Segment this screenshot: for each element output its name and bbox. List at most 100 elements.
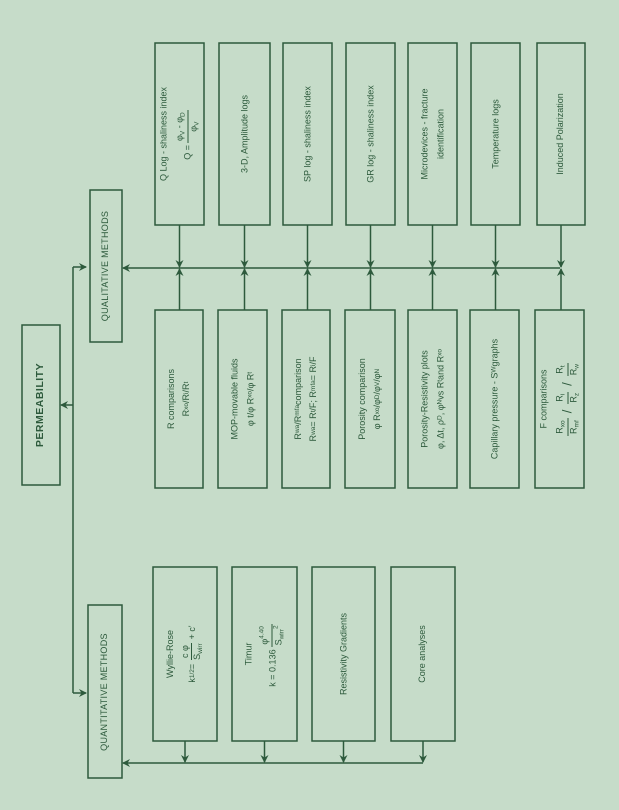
qualitative-inner-box-4-text: V [373, 381, 381, 387]
qualitative-inner-box-1-text: /R [181, 383, 191, 393]
qualitative-inner-box-1-text: R comparisons [165, 368, 176, 430]
qualitative-inner-box-3-text: R [308, 434, 318, 442]
qualitative-outer-box-1-text: - φ [173, 116, 184, 131]
qualitative-inner-box-2-text: t [246, 371, 254, 374]
qualitative-inner-box-7-text: w [572, 364, 580, 369]
qualitative-outer-box-4-line: GR log - shaliness index [365, 85, 376, 183]
qualitative-inner-box-4-text: D [373, 394, 381, 400]
qualitative-inner-box-1-line: R comparisons [166, 369, 177, 429]
qualitative-inner-box-2-text: φ t/φ R [244, 397, 255, 427]
quantitative-box-2-text: k = 0.136 [266, 649, 277, 687]
qualitative-outer-box-1-text: Q Log - shaliness index [158, 86, 169, 182]
qualitative-outer-box-5: Microdevices - fracture identification [408, 43, 457, 225]
quantitative-box-1-text: c φ [179, 645, 190, 659]
qualitative-inner-box-4-text: N [373, 368, 381, 374]
quantitative-box-1-text: k [187, 678, 197, 683]
qualitative-outer-box-6: Temperature logs [471, 43, 520, 225]
quantitative-box-4: Core analyses [391, 567, 455, 741]
qualitative-inner-box-1-text: t [182, 381, 190, 384]
qualitative-inner-box-7-text: R [567, 396, 578, 403]
qualitative-outer-box-1-text: D [178, 112, 186, 117]
qualitative-inner-box-2-text: /φ R [244, 373, 255, 392]
denominator: Rw [568, 362, 581, 377]
qualitative-outer-box-3: SP log - shaliness index [283, 43, 332, 225]
qualitative-inner-box-5-text: φ, Δt, ρ [434, 420, 445, 449]
quantitative-box-4-line: Core analyses [417, 625, 428, 683]
qualitative-inner-box-6-text: graphs [488, 338, 499, 367]
separator: / [559, 409, 574, 414]
quantitative-box-1-text: wirr [197, 643, 205, 654]
qualitative-inner-box-7-text: mf [572, 420, 580, 428]
qualitative-inner-box-5-text: D [436, 415, 444, 420]
qualitative-inner-box-3-text: wa [309, 426, 317, 435]
qualitative-inner-box-4-line: Porosity comparison [357, 358, 368, 440]
qualitative-inner-box-2-text: xo [246, 391, 254, 398]
quantitative-box-2-text: S [272, 639, 283, 646]
qualitative-outer-box-1-text: φ [173, 135, 184, 141]
qualitative-methods-box: QUALITATIVE METHODS [90, 190, 122, 342]
quantitative-box-2-text: φ [259, 638, 270, 645]
numerator: Ri [553, 391, 568, 404]
qualitative-inner-box-7-text: t [558, 365, 566, 368]
qualitative-outer-box-7: Induced Polarization [537, 43, 585, 225]
numerator: Rt [553, 363, 568, 376]
permeability-box: PERMEABILITY [22, 325, 60, 485]
qualitative-inner-box-3-text: = R [308, 365, 318, 381]
qualitative-inner-box-3-text: /R [292, 415, 303, 425]
quantitative-box-4-text: Core analyses [417, 625, 428, 683]
qualitative-inner-box-5-text: and R [434, 355, 445, 380]
denominator: Swirr [192, 641, 205, 661]
numerator: φV - φD [173, 110, 188, 143]
qualitative-inner-box-3-text: wa [294, 424, 302, 434]
qualitative-inner-box-5-text: xo [436, 349, 444, 356]
denominator: Rz [568, 391, 581, 405]
qualitative-inner-box-7-text: R [567, 368, 578, 376]
qualitative-inner-box-3-text: t [309, 410, 317, 413]
numerator: c φ [179, 643, 193, 661]
qualitative-outer-box-5-line: Microdevices - fracture [419, 88, 430, 179]
qualitative-inner-box-6-frame [469, 309, 520, 489]
qualitative-outer-box-3-line: SP log - shaliness index [302, 86, 313, 182]
qualitative-inner-box-1-text: /R [181, 393, 191, 403]
qualitative-outer-box-5-line: identification [435, 109, 446, 159]
qualitative-inner-box-2-frame [217, 309, 268, 489]
qualitative-inner-box-6-text: Capillary pressure - S [488, 372, 499, 460]
quantitative-methods-box: QUANTITATIVE METHODS [88, 605, 122, 778]
qualitative-outer-box-2-line: 3-D, Amplitude logs [239, 95, 250, 173]
qualitative-inner-box-5-text: t [436, 379, 444, 382]
quantitative-box-3: Resistivity Gradients [312, 567, 375, 741]
qualitative-inner-box-7-text: R [567, 427, 578, 434]
qualitative-inner-box-3-text: mfa [294, 404, 302, 416]
quantitative-frame [87, 604, 123, 779]
qualitative-inner-box-3-text: /F; R [308, 391, 318, 411]
quantitative-box-1-text: S [192, 653, 203, 660]
qualitative-inner-box-4-text: /φ [372, 399, 382, 408]
qualitative-outer-box-1-text: Q = [181, 144, 192, 160]
qualitative-inner-box-7-text: R [553, 427, 564, 434]
qualitative-inner-box-7-text: i [558, 393, 566, 396]
qualitative-inner-box-7-text: R [553, 395, 564, 402]
qualitative-inner-box-6-text: W [490, 366, 498, 373]
permeability-label: PERMEABILITY [34, 362, 47, 448]
quantitative-box-3-text: Resistivity Gradients [337, 612, 348, 696]
quantitative-methods-label: QUANTITATIVE METHODS [99, 632, 110, 751]
qualitative-outer-box-6-line: Temperature logs [490, 99, 501, 169]
qualitative-outer-box-1-text: V [178, 130, 186, 136]
qualitative-inner-box-5-line: Porosity-Resistivity plots [419, 350, 430, 448]
qualitative-inner-box-7-text: z [572, 392, 580, 397]
denominator: φV [188, 120, 201, 134]
